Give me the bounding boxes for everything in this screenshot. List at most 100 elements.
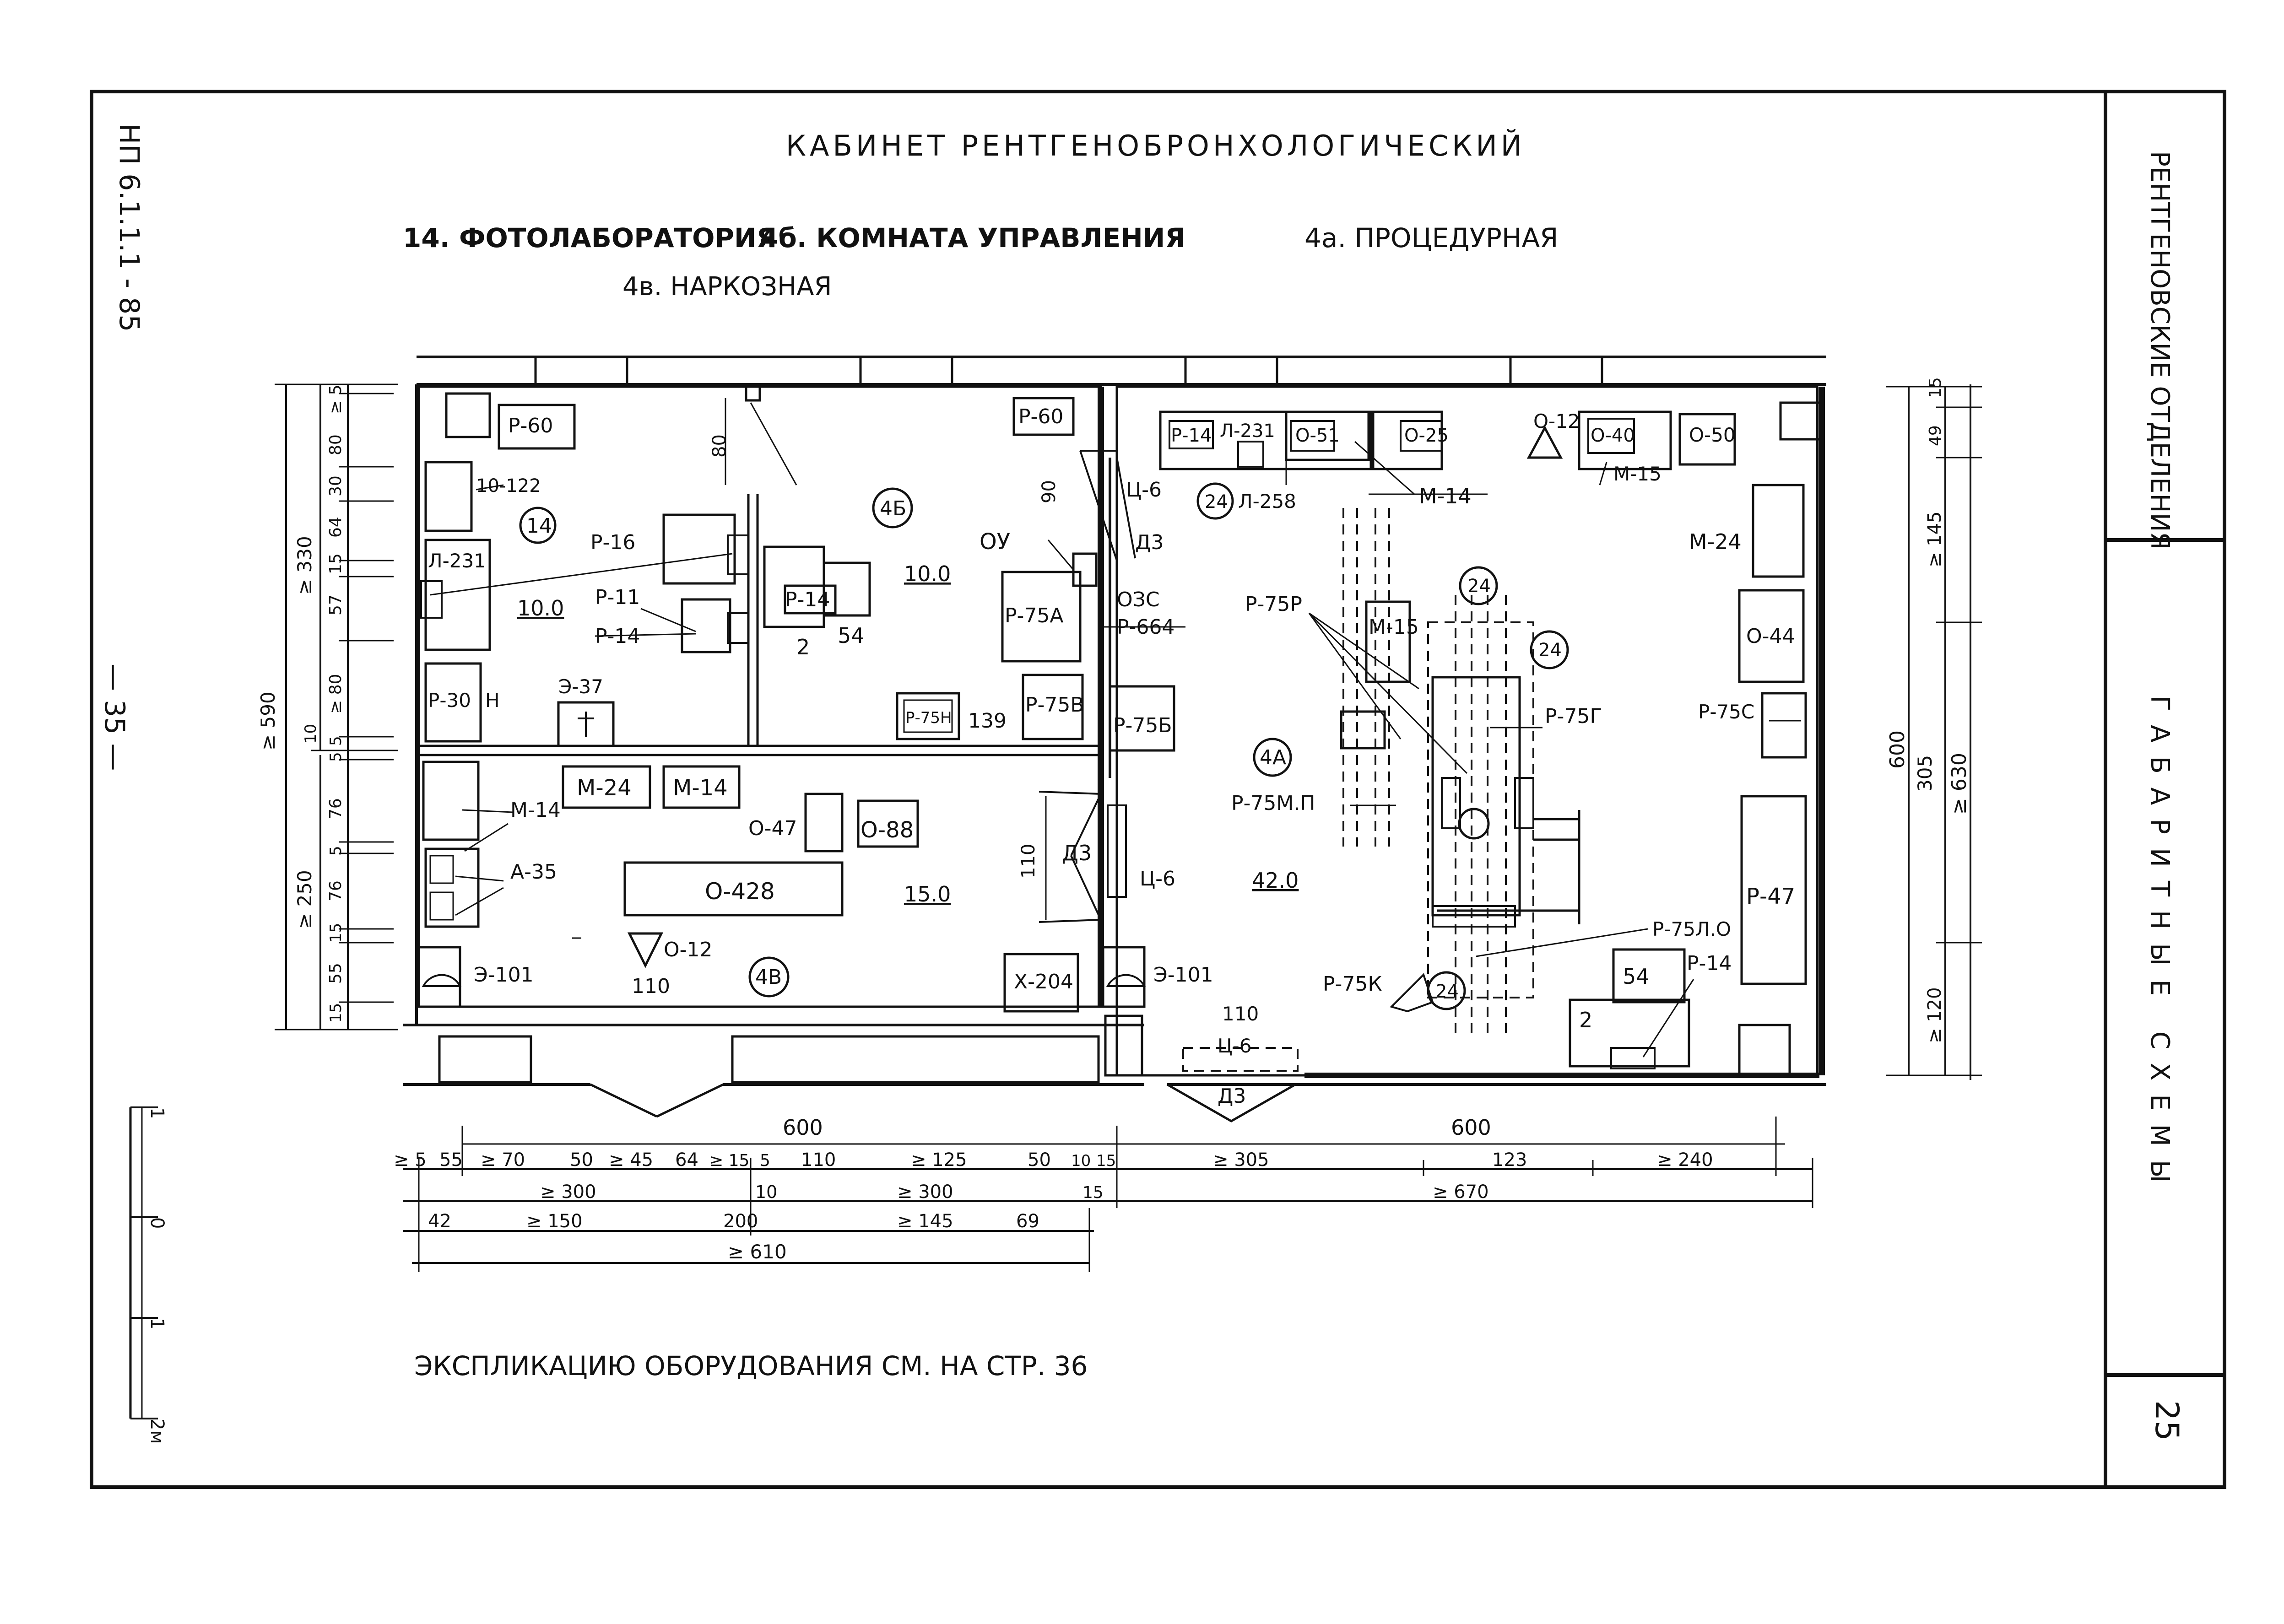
dim-left-seg-10: 76 xyxy=(326,798,345,819)
label-o12-4a: О-12 xyxy=(1533,410,1580,432)
label-p75k: Р-75К xyxy=(1323,972,1382,996)
label-p14-4b: Р-14 xyxy=(785,588,830,611)
dim-bottom-r1-8: 110 xyxy=(801,1149,836,1171)
dim-left-lower: ≥ 250 xyxy=(293,870,316,929)
label-139: 139 xyxy=(968,709,1007,733)
dim-bottom-r2-4: ≥ 670 xyxy=(1433,1182,1489,1203)
label-p75v: Р-75В xyxy=(1025,693,1084,717)
dim-right-seg-2: ≥ 145 xyxy=(1924,511,1945,567)
dim-bottom-r1-6: ≥ 15 xyxy=(709,1151,749,1170)
dim-right-seg-3: 305 xyxy=(1914,755,1936,792)
label-p75mp: Р-75М.П xyxy=(1231,792,1315,815)
dim-bottom-r1-10: 50 xyxy=(1028,1149,1051,1171)
label-e37: Э-37 xyxy=(558,675,603,698)
dim-right-seg-4: ≥ 120 xyxy=(1924,987,1945,1043)
dim-left-seg-0: ≥ 5 xyxy=(326,384,345,414)
room-area-4b: 10.0 xyxy=(904,561,951,586)
label-o40: О-40 xyxy=(1591,425,1635,446)
dim-bottom-r1-3: 50 xyxy=(570,1149,593,1171)
dim-left-upper: ≥ 330 xyxy=(293,536,316,595)
label-ozs: ОЗС xyxy=(1117,588,1160,611)
mark-24-b: 24 xyxy=(1467,576,1491,597)
dimensions-left: ≥ 590 ≥ 330 ≥ 250 ≥ 5 80 30 64 15 57 ≥ 8… xyxy=(257,383,398,1031)
dim-bottom-r1-4: ≥ 45 xyxy=(609,1149,653,1171)
label-o44: О-44 xyxy=(1746,625,1795,648)
dim-bottom-r2-0: ≥ 300 xyxy=(540,1182,596,1203)
dim-left-seg-1: 80 xyxy=(326,434,345,455)
dim-left-seg-12: 76 xyxy=(326,880,345,901)
label-90-door: 90 xyxy=(1039,480,1060,503)
dim-bottom-right-total: 600 xyxy=(1451,1115,1491,1140)
dim-left-seg-7: 5 xyxy=(327,736,345,746)
dim-right-seg-1: 49 xyxy=(1926,425,1945,446)
scale-label-1-top: 1 xyxy=(146,1107,168,1119)
dim-left-seg-5: 57 xyxy=(326,594,345,615)
drawing-title: КАБИНЕТ РЕНТГЕНОБРОНХОЛОГИЧЕСКИЙ xyxy=(786,129,1526,162)
room-area-4v: 15.0 xyxy=(904,882,951,906)
label-p75n: Р-75Н xyxy=(905,709,952,727)
room-area-4a: 42.0 xyxy=(1252,868,1299,893)
label-m24-4a: М-24 xyxy=(1689,529,1742,554)
label-m24-4v: М-24 xyxy=(577,775,632,801)
mark-24-c: 24 xyxy=(1538,640,1562,661)
label-a35: А-35 xyxy=(510,860,557,884)
dim-bottom-r3-4: 69 xyxy=(1016,1211,1039,1232)
label-e101-left: Э-101 xyxy=(474,963,534,987)
label-p664: Р-664 xyxy=(1117,615,1174,639)
dim-left-seg-14: 55 xyxy=(326,963,345,984)
scale-label-2m: 2м xyxy=(146,1419,168,1444)
dim-bottom-r1-5: 64 xyxy=(675,1149,698,1171)
dimensions-bottom: 600 600 ≥ 5 55 ≥ 70 50 ≥ 45 64 ≥ 15 5 11… xyxy=(394,1115,1813,1272)
side-subsection-title: ГАБАРИТНЫЕ СХЕМЫ xyxy=(2145,696,2175,1196)
label-p75p: Р-75Р xyxy=(1245,593,1302,616)
dim-right-total: ≥ 630 xyxy=(1948,753,1971,815)
label-p47: Р-47 xyxy=(1746,884,1795,909)
dim-left-seg-8: 10 xyxy=(302,724,320,744)
room-title-4a: 4а. ПРОЦЕДУРНАЯ xyxy=(1304,222,1558,254)
dimensions-right: 600 ≥ 630 15 49 ≥ 145 305 ≥ 120 xyxy=(1886,377,1982,1080)
dim-bottom-r1-1: 55 xyxy=(439,1149,463,1171)
label-p14-4a: Р-14 xyxy=(1171,425,1212,446)
label-p75g: Р-75Г xyxy=(1545,705,1602,728)
dim-right-inner: 600 xyxy=(1886,730,1909,769)
page-number: 25 xyxy=(2148,1400,2186,1441)
label-o12-4v: О-12 xyxy=(664,938,713,961)
footnote: ЭКСПЛИКАЦИЮ ОБОРУДОВАНИЯ СМ. НА СТР. 36 xyxy=(414,1350,1088,1381)
label-o47: О-47 xyxy=(748,817,797,840)
label-e101-right: Э-101 xyxy=(1153,963,1213,987)
dim-right-seg-0: 15 xyxy=(1926,377,1945,398)
label-p14-4a-b: Р-14 xyxy=(1687,952,1732,975)
label-m15-4a-b: М-15 xyxy=(1369,615,1419,639)
label-o88: О-88 xyxy=(861,817,914,843)
label-p60-4b: Р-60 xyxy=(1018,405,1063,428)
label-p30: Р-30 xyxy=(428,689,471,712)
dim-left-seg-15: 15 xyxy=(327,1003,345,1023)
label-10-122: 10-122 xyxy=(476,475,541,496)
dim-left-seg-2: 30 xyxy=(326,475,345,496)
label-d3-top: Д3 xyxy=(1135,531,1164,554)
dim-bottom-r1-12: 15 xyxy=(1096,1152,1116,1170)
dim-left-seg-6: ≥ 80 xyxy=(326,674,345,714)
label-m14-4a: М-14 xyxy=(1419,484,1472,508)
label-p14-14: Р-14 xyxy=(595,625,640,648)
dim-bottom-r3-1: ≥ 150 xyxy=(526,1211,583,1232)
room-title-4b: 4б. КОМНАТА УПРАВЛЕНИЯ xyxy=(760,222,1185,254)
label-o25: О-25 xyxy=(1404,425,1449,446)
dim-bottom-r2-2: ≥ 300 xyxy=(897,1182,953,1203)
building-walls xyxy=(403,356,1826,1118)
mark-24-d: 24 xyxy=(1435,981,1459,1002)
label-54-4b: 54 xyxy=(838,623,865,648)
dim-left-seg-3: 64 xyxy=(326,517,345,538)
label-o50: О-50 xyxy=(1689,424,1736,446)
side-section-title: РЕНТГЕНОВСКИЕ ОТДЕЛЕНИЯ xyxy=(2145,151,2175,550)
label-p75b: Р-75Б xyxy=(1113,714,1172,737)
label-2-4a: 2 xyxy=(1579,1008,1592,1032)
label-m14-4v-left: М-14 xyxy=(510,799,561,822)
dim-left-seg-9: 5 xyxy=(327,752,345,762)
label-c6-mid: Ц-6 xyxy=(1140,867,1175,890)
room-14-equipment: Р-60 10-122 Л-231 Р-30 Н Э-37 Р-16 Р-11 … xyxy=(420,392,749,747)
label-110-door: 110 xyxy=(1018,844,1039,879)
sheet-frame xyxy=(90,90,2226,1489)
dim-bottom-r1-2: ≥ 70 xyxy=(481,1149,525,1171)
